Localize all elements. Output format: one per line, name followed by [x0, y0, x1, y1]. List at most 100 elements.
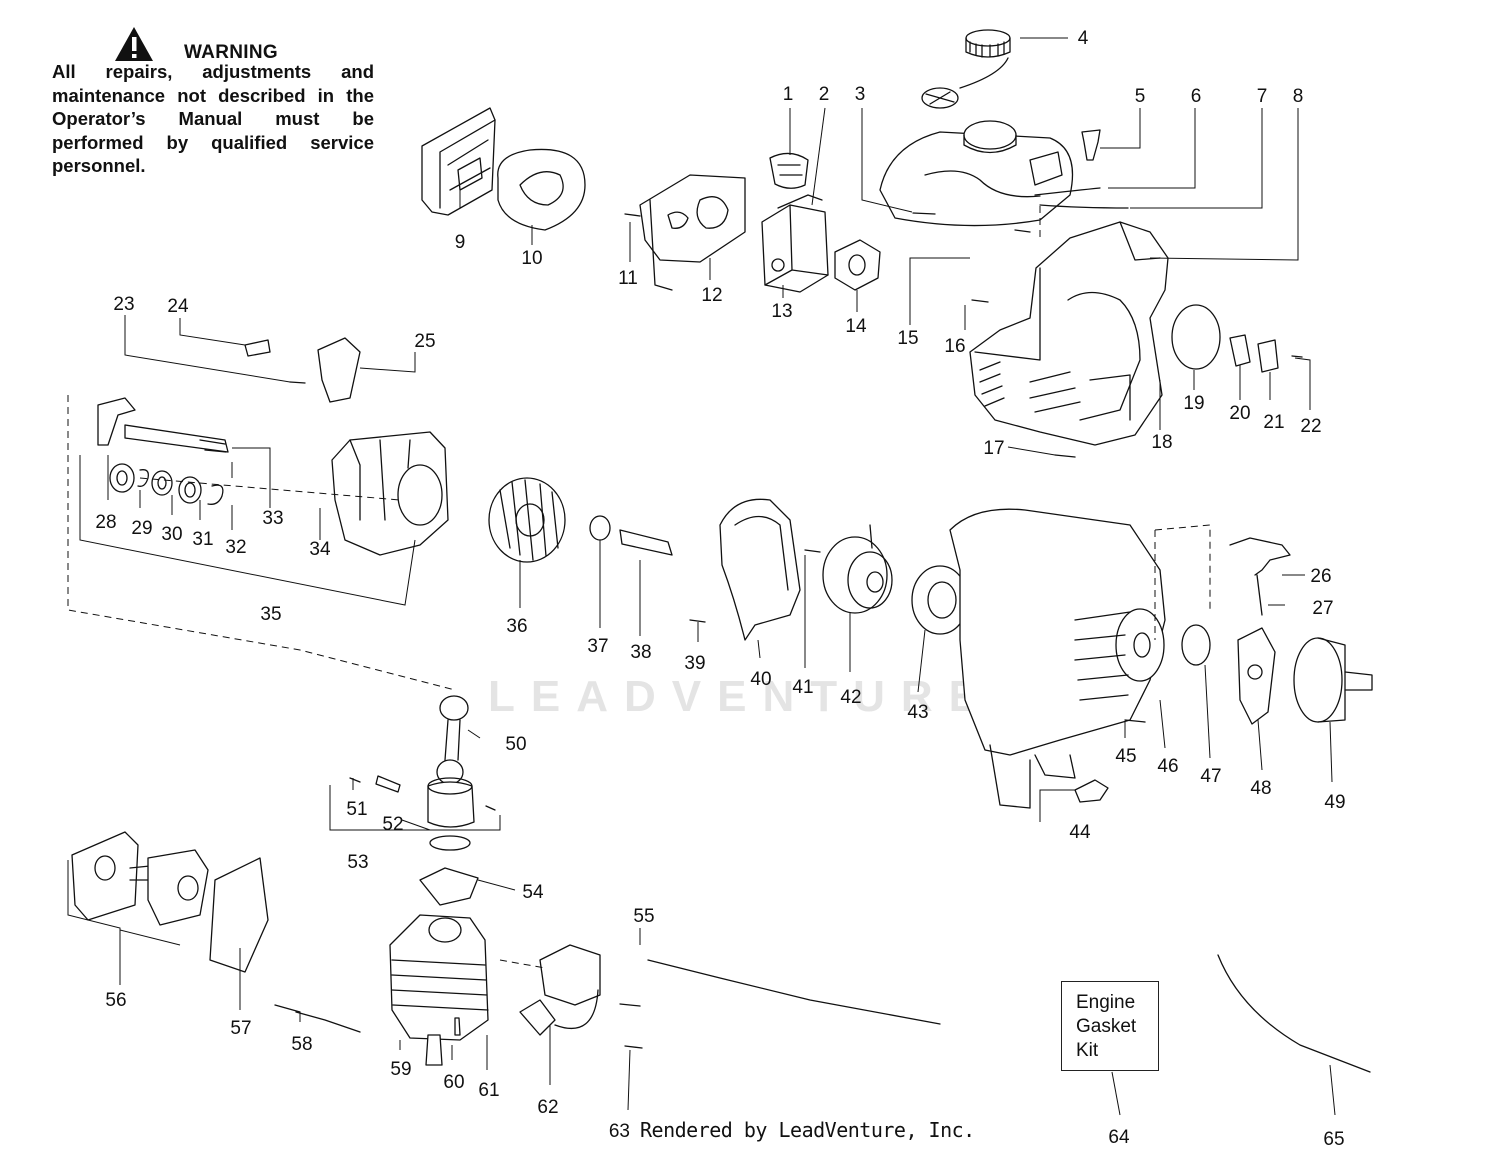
throttle-cable-part — [647, 959, 941, 1025]
callout-61: 61 — [478, 1080, 499, 1101]
callout-44: 44 — [1069, 822, 1091, 843]
air-filter-cover-part — [421, 107, 496, 216]
watermark: LEADVENTURE — [488, 672, 995, 721]
callout-15: 15 — [897, 328, 918, 349]
callout-23: 23 — [113, 294, 134, 315]
callout-30: 30 — [161, 524, 182, 545]
callout-48: 48 — [1250, 778, 1271, 799]
callout-21: 21 — [1263, 412, 1284, 433]
callout-62: 62 — [537, 1097, 558, 1118]
throttle-latch-part — [244, 337, 361, 403]
callout-34: 34 — [309, 539, 331, 560]
callout-43: 43 — [907, 702, 928, 723]
callout-4: 4 — [1078, 28, 1089, 49]
kit-label-line: Gasket — [1076, 1016, 1137, 1037]
callout-49: 49 — [1324, 792, 1345, 813]
engine-gasket-kit-box: Engine Gasket Kit — [1061, 981, 1159, 1071]
callout-37: 37 — [587, 636, 608, 657]
clutch-drum-part — [1293, 637, 1373, 723]
callout-64: 64 — [1108, 1127, 1130, 1148]
callout-39: 39 — [684, 653, 705, 674]
leader-lines — [67, 37, 1336, 1116]
throttle-spring-part — [274, 1004, 361, 1033]
warning-notice: WARNING All repairs, adjustments and mai… — [52, 18, 374, 178]
callout-20: 20 — [1229, 403, 1250, 424]
pad-part — [1229, 334, 1251, 367]
footer-credit: Rendered by LeadVenture, Inc. — [640, 1118, 975, 1142]
fuel-tank-part — [879, 120, 1129, 227]
callout-63: 63 — [609, 1121, 630, 1142]
screw-parts — [289, 212, 1303, 1049]
callout-19: 19 — [1183, 393, 1204, 414]
kit-label-line: Kit — [1076, 1040, 1099, 1061]
muffler-gasket-part — [209, 857, 269, 973]
fuel-vent-part — [1081, 129, 1101, 161]
engine-housing-part — [969, 221, 1169, 446]
starter-pulley-part — [822, 524, 893, 614]
spark-plug-part — [425, 1034, 443, 1066]
callout-32: 32 — [225, 537, 246, 558]
crankcase-part — [331, 431, 449, 556]
starter-housing-part — [949, 508, 1166, 809]
callout-41: 41 — [792, 677, 813, 698]
callout-18: 18 — [1151, 432, 1172, 453]
piston-part — [375, 775, 475, 851]
callout-3: 3 — [855, 84, 866, 105]
callout-38: 38 — [630, 642, 651, 663]
callout-10: 10 — [521, 248, 542, 269]
bearing-set-part — [109, 463, 224, 505]
callout-54: 54 — [522, 882, 544, 903]
carburetor-part — [761, 194, 829, 293]
callout-33: 33 — [262, 508, 283, 529]
callout-60: 60 — [443, 1072, 464, 1093]
sleeve-part — [619, 529, 673, 556]
callout-8: 8 — [1293, 86, 1304, 107]
callout-5: 5 — [1135, 86, 1146, 107]
callout-14: 14 — [845, 316, 867, 337]
o-ring-part — [1171, 304, 1221, 370]
callout-25: 25 — [414, 331, 435, 352]
callout-31: 31 — [192, 529, 213, 550]
connecting-rod-part — [436, 695, 469, 785]
fuel-cap-part — [921, 29, 1011, 109]
muffler-part — [71, 831, 209, 926]
callout-26: 26 — [1310, 566, 1331, 587]
crankshaft-part — [97, 397, 229, 453]
callout-12: 12 — [701, 285, 722, 306]
starter-spring-part — [911, 565, 969, 635]
callout-56: 56 — [105, 990, 126, 1011]
callout-9: 9 — [455, 232, 466, 253]
callout-27: 27 — [1312, 598, 1333, 619]
washer-part — [1181, 624, 1211, 666]
pad-part — [1257, 339, 1279, 373]
callout-40: 40 — [750, 669, 771, 690]
callout-17: 17 — [983, 438, 1004, 459]
assembly-dashed-lines — [67, 206, 1211, 969]
callout-35: 35 — [260, 604, 281, 625]
callout-11: 11 — [618, 268, 638, 289]
callout-57: 57 — [230, 1018, 251, 1039]
callout-51: 51 — [346, 799, 367, 820]
callout-50: 50 — [505, 734, 526, 755]
ignition-module-part — [519, 944, 601, 1036]
warning-title: WARNING — [184, 42, 278, 63]
warning-text: All repairs, adjustments and maintenance… — [52, 61, 374, 176]
callout-16: 16 — [944, 336, 965, 357]
warning-triangle-icon — [115, 27, 153, 61]
primer-bulb-part — [769, 152, 809, 189]
washer-part — [589, 515, 611, 541]
callout-28: 28 — [95, 512, 116, 533]
stud-part — [454, 1017, 461, 1036]
callout-42: 42 — [840, 687, 861, 708]
carburetor-bracket-part — [639, 174, 746, 291]
callout-24: 24 — [167, 296, 189, 317]
callout-55: 55 — [633, 906, 654, 927]
callout-7: 7 — [1257, 86, 1268, 107]
plate-part — [1074, 779, 1109, 803]
callout-45: 45 — [1115, 746, 1136, 767]
callout-22: 22 — [1300, 416, 1321, 437]
callout-2: 2 — [819, 84, 830, 105]
callout-13: 13 — [771, 301, 792, 322]
